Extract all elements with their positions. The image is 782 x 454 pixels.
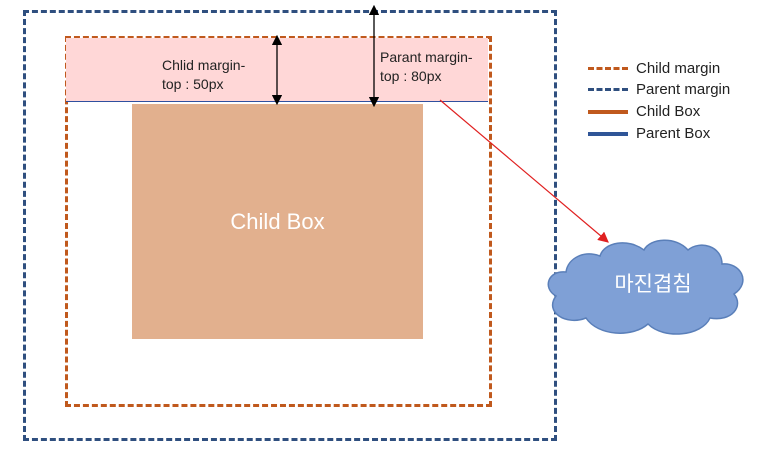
legend-child-box: Child Box bbox=[588, 103, 700, 120]
legend-swatch bbox=[588, 88, 628, 91]
legend-label: Parent Box bbox=[636, 125, 711, 142]
cloud-label: 마진겹침 bbox=[614, 273, 692, 296]
legend-swatch bbox=[588, 67, 628, 70]
legend-parent-box: Parent Box bbox=[588, 125, 710, 142]
parent-margin-outline bbox=[23, 10, 557, 441]
pointer-arrow bbox=[439, 99, 609, 243]
legend-swatch bbox=[588, 109, 628, 114]
child-margin-note: Chlid margin- top : 50px bbox=[162, 57, 246, 92]
legend-parent-margin: Parent margin bbox=[588, 81, 730, 98]
legend-label: Parent margin bbox=[636, 81, 731, 98]
legend-swatch bbox=[588, 131, 628, 136]
legend-label: Child Box bbox=[636, 103, 701, 120]
cloud-shape bbox=[547, 239, 744, 335]
legend-label: Child margin bbox=[636, 60, 721, 77]
parent-margin-note: Parant margin- top : 80px bbox=[380, 49, 473, 84]
legend-child-margin: Child margin bbox=[588, 60, 720, 77]
child-box-label: Child Box bbox=[230, 208, 325, 234]
child-box: Child Box bbox=[132, 104, 423, 339]
